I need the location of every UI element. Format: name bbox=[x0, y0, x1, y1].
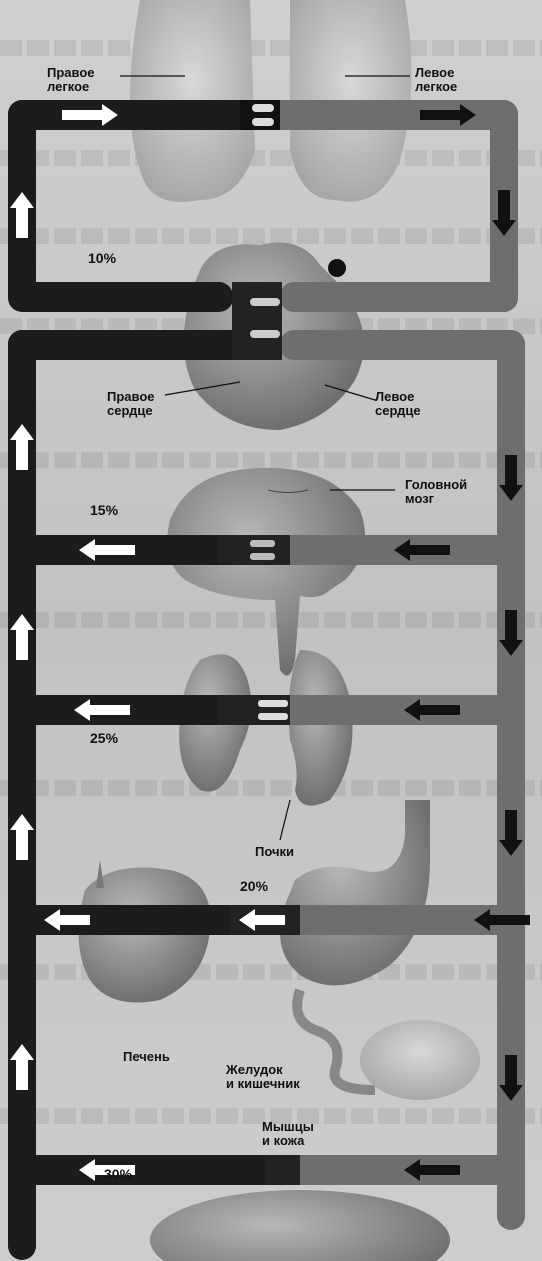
label-muscles: Мышцы и кожа bbox=[262, 1120, 314, 1148]
label-left-lung: Левое легкое bbox=[415, 66, 457, 94]
label-kidneys: Почки bbox=[255, 845, 294, 859]
pct-muscles: 30% bbox=[104, 1166, 132, 1182]
stomach-intestines bbox=[280, 800, 480, 1100]
kidneys bbox=[179, 650, 352, 806]
pct-kidneys: 25% bbox=[90, 730, 118, 746]
brain bbox=[167, 468, 365, 676]
label-right-lung: Правое легкое bbox=[47, 66, 95, 94]
label-gut: Желудок и кишечник bbox=[226, 1063, 300, 1091]
label-left-heart: Левое сердце bbox=[375, 390, 421, 418]
label-liver: Печень bbox=[123, 1050, 170, 1064]
muscles-skin bbox=[150, 1190, 450, 1261]
label-right-heart: Правое сердце bbox=[107, 390, 155, 418]
pct-gut: 20% bbox=[240, 878, 268, 894]
pct-brain: 15% bbox=[90, 502, 118, 518]
pct-lungs: 10% bbox=[88, 250, 116, 266]
label-brain: Головной мозг bbox=[405, 478, 467, 506]
